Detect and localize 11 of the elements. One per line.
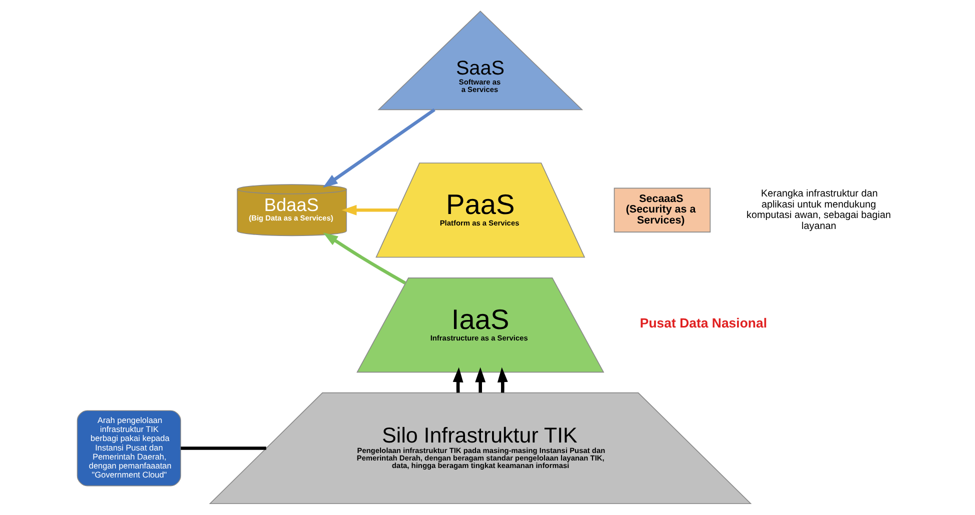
arrow xyxy=(322,232,406,285)
arrow xyxy=(452,367,463,393)
label: Pusat Data Nasional xyxy=(639,315,767,330)
arrow xyxy=(496,367,508,393)
arrow xyxy=(474,367,486,393)
arrow xyxy=(322,108,435,188)
connector xyxy=(180,446,266,450)
node-box: SecaaaS (Security as a Services) xyxy=(613,188,710,232)
label: Kerangka infrastruktur dan aplikasi untuk mendukung komputasi awan, sebagai bagian layanan xyxy=(746,188,890,232)
arrow xyxy=(341,204,398,216)
node-box: Arah pengelolaan infrastruktur TIK berbagi pakai kepada Instansi Pusat dan Pemerintah Daerah, dengan pemanfaaatan "Government Cloud" xyxy=(76,410,181,486)
